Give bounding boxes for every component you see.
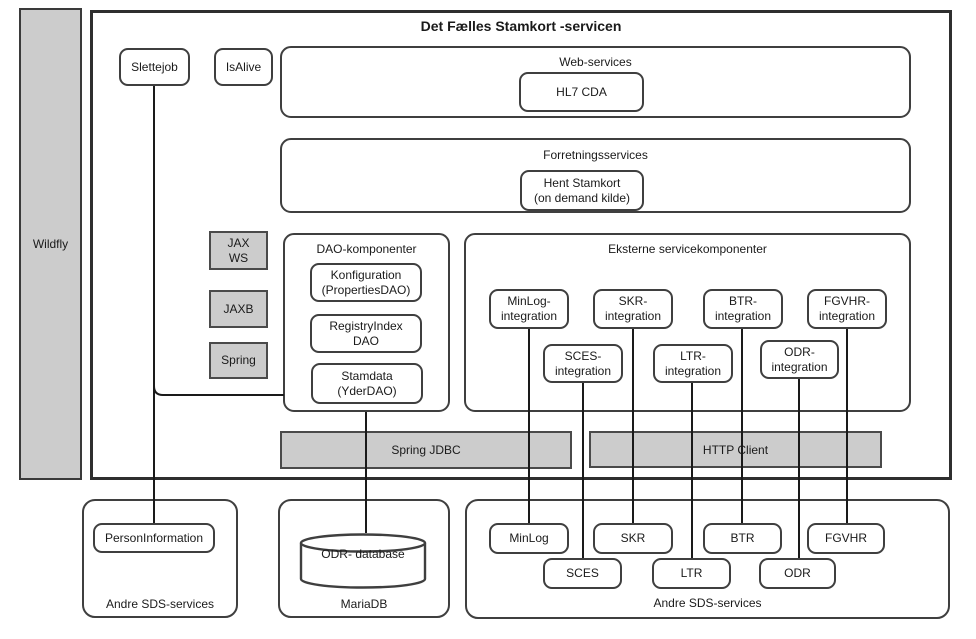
ltr-node: LTR — [652, 558, 731, 589]
wildfly-container: Wildfly — [19, 8, 82, 480]
label: LTR- — [680, 348, 706, 363]
label: PersonInformation — [104, 530, 204, 545]
ltr-integration-node: LTR- integration — [653, 344, 733, 383]
btr-node: BTR — [703, 523, 782, 554]
label: integration — [771, 359, 828, 374]
label: DAO — [352, 333, 379, 348]
label: integration — [500, 309, 558, 323]
spring-jdbc-bar: Spring JDBC — [280, 431, 572, 469]
hent-stamkort-node: Hent Stamkort (on demand kilde) — [520, 170, 644, 211]
label: SKR- — [618, 294, 648, 308]
label: MinLog- — [507, 294, 551, 308]
cylinder-body — [299, 543, 427, 589]
isalive-label: IsAlive — [225, 59, 262, 74]
spring-jdbc-label: Spring JDBC — [391, 443, 461, 457]
sds-left-frame — [82, 499, 238, 618]
odr-integration-node: ODR- integration — [760, 340, 839, 379]
label: BTR- — [729, 294, 757, 308]
label: database — [355, 547, 405, 561]
konfiguration-node: Konfiguration (PropertiesDAO) — [310, 263, 422, 302]
cylinder-top — [299, 533, 427, 553]
jax-ws-node: JAX WS — [209, 231, 268, 270]
minlog-integration-node: MinLog- integration — [489, 289, 569, 329]
forretningsservices-label: Forretningsservices — [543, 148, 648, 162]
http-client-bar: HTTP Client — [589, 431, 882, 468]
label: Spring — [221, 353, 256, 367]
odr-database-cylinder: ODR- database — [299, 533, 427, 589]
label: integration — [554, 363, 612, 378]
label: JAX — [227, 235, 250, 250]
registryindex-node: RegistryIndex DAO — [310, 314, 422, 353]
label: MinLog — [509, 531, 549, 545]
skr-integration-node: SKR- integration — [593, 289, 673, 329]
hl7-cda-label: HL7 CDA — [556, 84, 607, 99]
sds-left-label: Andre SDS-services — [105, 597, 215, 611]
eksterne-label: Eksterne servicekomponenter — [608, 242, 767, 256]
skr-node: SKR — [593, 523, 673, 554]
label: ODR — [784, 566, 811, 580]
btr-integration-node: BTR- integration — [703, 289, 783, 329]
http-client-label: HTTP Client — [702, 442, 769, 457]
dao-label: DAO-komponenter — [316, 242, 417, 256]
label: integration — [714, 309, 772, 323]
label: JAXB — [223, 301, 254, 316]
odr-node: ODR — [759, 558, 836, 589]
mariadb-label: MariaDB — [340, 597, 388, 611]
label: BTR — [730, 531, 755, 545]
label: RegistryIndex — [329, 318, 403, 333]
label: WS — [228, 250, 249, 265]
wildfly-label: Wildfly — [32, 237, 69, 251]
minlog-node: MinLog — [489, 523, 569, 554]
label: Konfiguration — [330, 267, 402, 282]
label: SCES — [566, 566, 599, 580]
jaxb-node: JAXB — [209, 290, 268, 328]
fgvhr-integration-node: FGVHR- integration — [807, 289, 887, 329]
fgvhr-node: FGVHR — [807, 523, 885, 554]
label: Stamdata — [341, 368, 393, 383]
label: integration — [818, 309, 876, 323]
label: (PropertiesDAO) — [321, 282, 411, 297]
spring-node: Spring — [209, 342, 268, 379]
label: integration — [604, 309, 662, 323]
label: ODR- — [784, 344, 815, 359]
sds-right-label: Andre SDS-services — [653, 596, 762, 610]
diagram-title: Det Fælles Stamkort -servicen — [420, 18, 622, 34]
stamdata-node: Stamdata (YderDAO) — [311, 363, 423, 404]
label: LTR — [680, 566, 703, 580]
label: integration — [664, 363, 722, 378]
label: Hent Stamkort — [543, 175, 621, 190]
slettejob-label: Slettejob — [131, 59, 178, 74]
label: (YderDAO) — [337, 383, 397, 398]
label: FGVHR- — [824, 294, 870, 308]
slettejob-node: Slettejob — [119, 48, 190, 86]
sces-integration-node: SCES- integration — [543, 344, 623, 383]
sces-node: SCES — [543, 558, 622, 589]
odr-database-label: ODR- database — [299, 547, 427, 563]
label: SCES- — [564, 348, 602, 363]
label: ODR- — [321, 547, 352, 561]
label: (on demand kilde) — [533, 190, 631, 205]
label: SKR — [620, 531, 646, 545]
hl7-cda-node: HL7 CDA — [519, 72, 644, 112]
database-cylinder-icon — [299, 533, 427, 589]
web-services-label: Web-services — [559, 55, 632, 69]
label: FGVHR — [825, 531, 867, 545]
isalive-node: IsAlive — [214, 48, 273, 86]
person-information-node: PersonInformation — [93, 523, 215, 553]
